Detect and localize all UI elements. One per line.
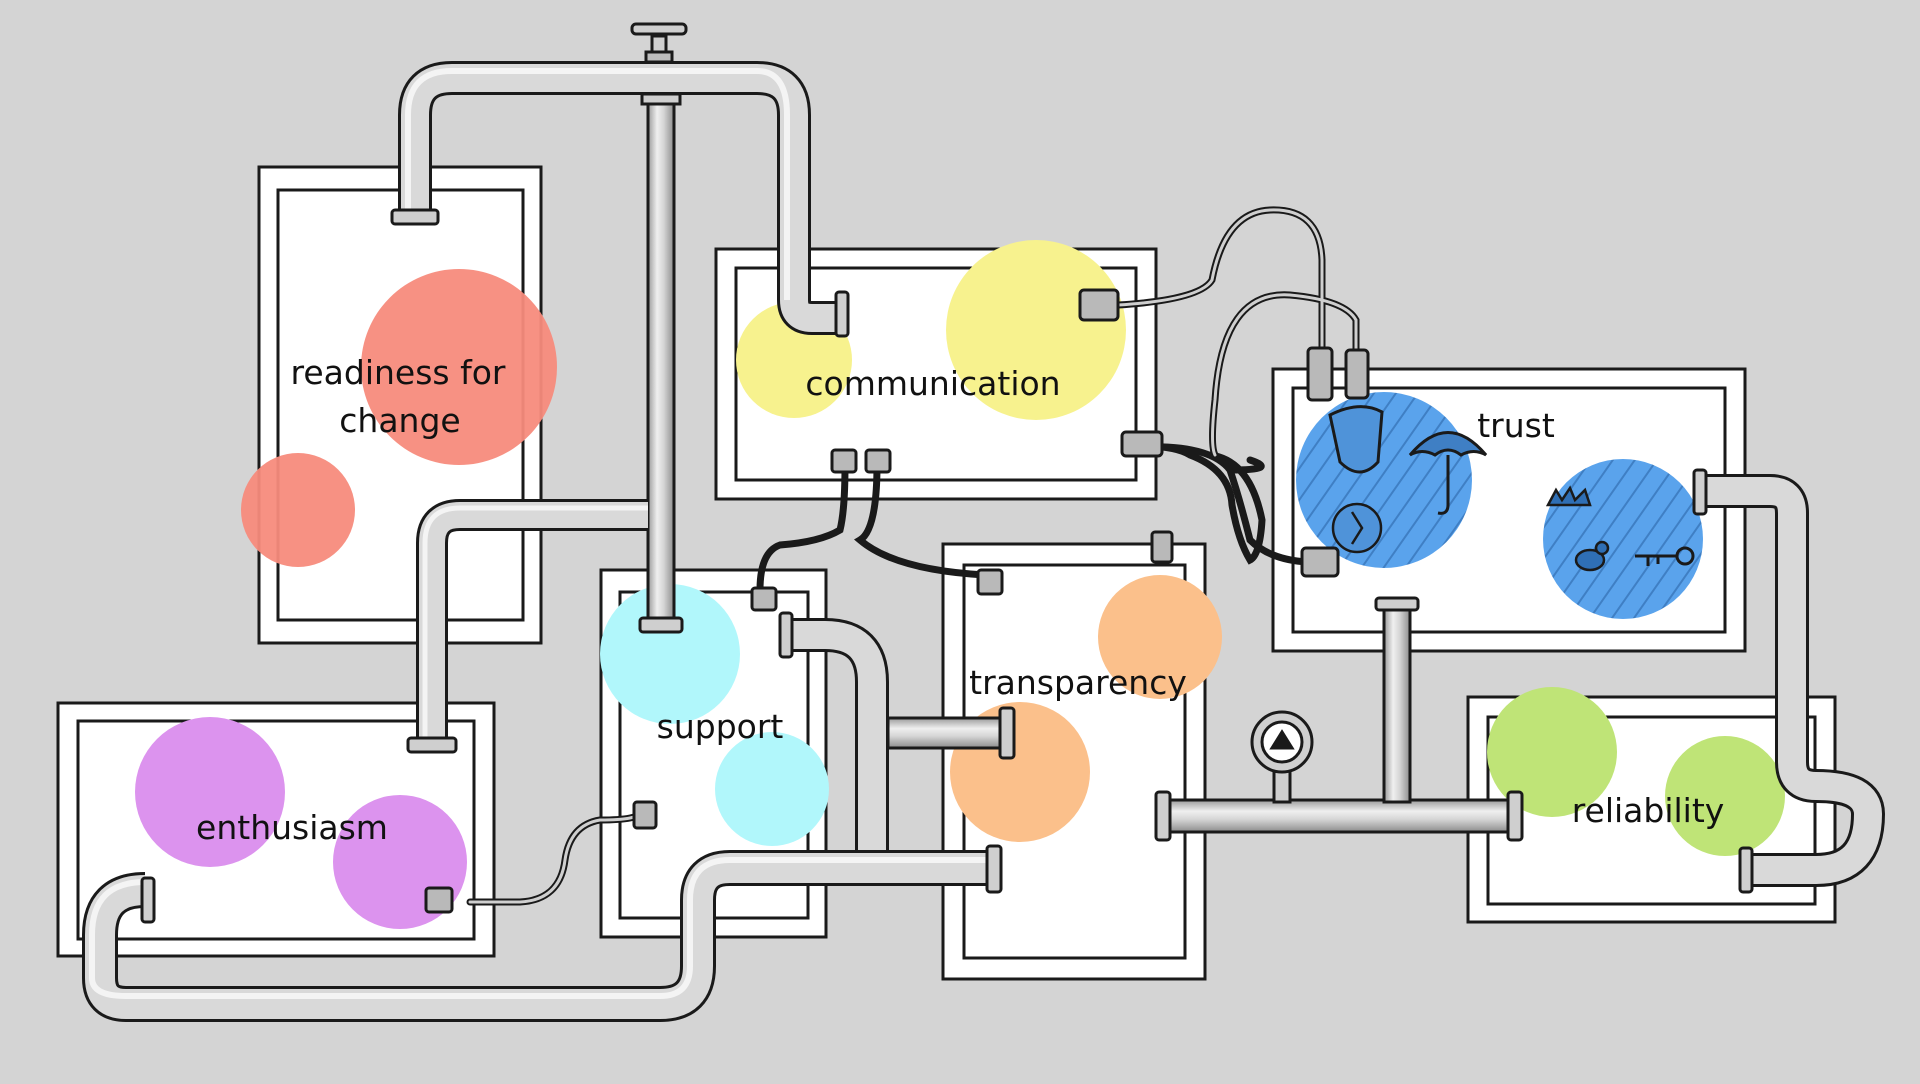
pipe-support-elbow <box>778 611 1016 850</box>
pipe-flange <box>834 290 850 338</box>
trust-blob-right <box>1543 459 1703 619</box>
blobs-reliability <box>1487 687 1785 856</box>
pipe-flange <box>1506 790 1524 842</box>
pipe-flange <box>998 706 1016 760</box>
pipe-flange <box>1692 468 1708 516</box>
blobs-readiness <box>241 269 557 567</box>
shield-icon <box>1328 405 1384 474</box>
umbrella-icon <box>1408 431 1488 515</box>
pipe-top-arch <box>390 61 850 338</box>
transparency-blob-top <box>1098 575 1222 699</box>
valve-icon <box>630 22 688 64</box>
pipe-flange <box>1374 596 1420 612</box>
blobs-support <box>600 584 829 846</box>
support-blob-top <box>600 584 740 724</box>
support-blob-bottom <box>715 732 829 846</box>
trust-blob-left <box>1296 392 1472 568</box>
pipe-bottom-loop <box>82 844 1003 1022</box>
cable-connector-icon <box>424 288 1370 914</box>
pipe-flange <box>1154 790 1172 842</box>
pipe-vertical-support <box>638 92 684 634</box>
label-enthusiasm: enthusiasm <box>196 808 388 847</box>
cables-inner <box>468 208 1358 904</box>
pipe-flange <box>140 876 156 924</box>
pressure-gauge-icon <box>1250 710 1314 804</box>
label-trust: trust <box>1477 406 1555 445</box>
pipe-flange <box>985 844 1003 894</box>
pipe-flange <box>1738 846 1754 894</box>
label-support: support <box>657 707 784 746</box>
pipe-flange <box>406 736 458 754</box>
compass-icon <box>1331 502 1383 554</box>
reliability-blob-right <box>1665 736 1785 856</box>
pipe-to-enthusiasm <box>406 499 648 754</box>
readiness-blob-large <box>361 269 557 465</box>
readiness-blob-small <box>241 453 355 567</box>
pipe-flange <box>390 208 440 226</box>
label-readiness-line1: readiness for <box>291 353 506 392</box>
label-transparency: transparency <box>969 663 1187 702</box>
pipe-right-loop <box>1692 468 1885 894</box>
pipe-horizontal-reliability <box>1154 596 1524 842</box>
key-icon <box>1635 546 1695 566</box>
label-communication: communication <box>805 364 1060 403</box>
label-readiness-line2: change <box>339 401 460 440</box>
label-reliability: reliability <box>1572 791 1725 830</box>
reliability-blob-left <box>1487 687 1617 817</box>
bird-icon <box>1574 540 1610 572</box>
enthusiasm-blob-large <box>135 717 285 867</box>
gear-icon <box>1545 485 1592 507</box>
pipe-flange <box>778 611 794 659</box>
communication-blob-large <box>946 240 1126 420</box>
